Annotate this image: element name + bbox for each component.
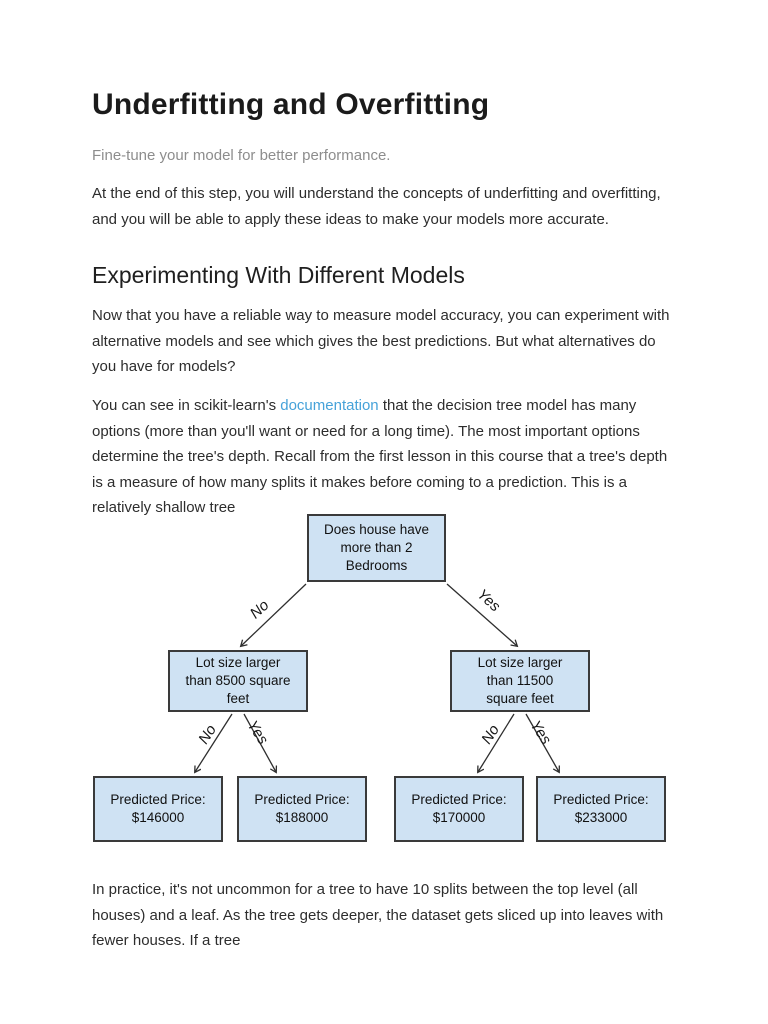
documentation-paragraph-after: that the decision tree model has many op… [92,397,668,516]
tree-leaf-170000: Predicted Price: $170000 [394,776,524,842]
tree-leaf-146000: Predicted Price: $146000 [93,776,223,842]
page-subtitle: Fine-tune your model for better performa… [92,147,391,164]
edge-label-yes-level1: Yes [473,585,504,616]
documentation-paragraph: You can see in scikit-learn's documentat… [92,393,678,521]
edge-label-no-level2-left: No [195,721,220,748]
tree-node-lot-8500: Lot size larger than 8500 square feet [168,650,308,712]
documentation-paragraph-before: You can see in scikit-learn's [92,397,281,414]
section-heading-experimenting: Experimenting With Different Models [92,262,465,288]
models-paragraph: Now that you have a reliable way to meas… [92,307,670,375]
documentation-link[interactable]: documentation [280,397,379,414]
edge-label-no-level2-right: No [478,721,503,748]
edge-label-no-level1: No [246,596,273,623]
intro-paragraph: At the end of this step, you will unders… [92,185,661,228]
tree-leaf-188000: Predicted Price: $188000 [237,776,367,842]
edge-label-yes-level2-right: Yes [526,717,555,748]
closing-paragraph: In practice, it's not uncommon for a tre… [92,881,664,949]
page-title: Underfitting and Overfitting [92,88,490,121]
tree-node-root: Does house have more than 2 Bedrooms [307,514,446,582]
edge-label-yes-level2-left: Yes [243,717,272,748]
tree-node-lot-11500: Lot size larger than 11500 square feet [450,650,590,712]
tree-leaf-233000: Predicted Price: $233000 [536,776,666,842]
